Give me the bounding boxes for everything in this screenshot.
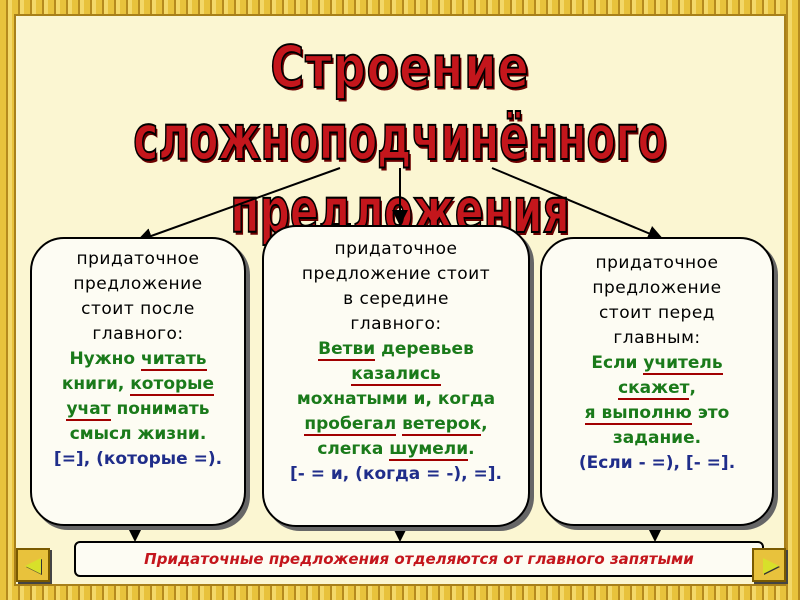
desc-line: придаточное bbox=[76, 249, 200, 269]
triangle-right-icon bbox=[763, 558, 779, 574]
example-punct: . bbox=[468, 439, 475, 459]
sentence-scheme: [- = и, (когда = -), =]. bbox=[289, 464, 503, 484]
example-predicate: выполню bbox=[601, 403, 692, 425]
example-predicate: казались bbox=[351, 364, 441, 386]
example-line: учат понимать bbox=[32, 397, 244, 422]
example-subject: Ветви bbox=[318, 339, 376, 361]
box-middle-of-main: придаточное предложение стоит в середине… bbox=[262, 225, 530, 527]
sentence-scheme: (Если - =), [- =]. bbox=[578, 453, 736, 473]
desc-line: придаточное bbox=[334, 239, 458, 259]
example-predicate: читать bbox=[141, 349, 207, 371]
triangle-left-icon bbox=[25, 558, 41, 574]
desc-line: стоит после bbox=[81, 299, 195, 319]
desc-line: главного: bbox=[350, 314, 442, 334]
example-line: слегка шумели. bbox=[264, 437, 528, 462]
example-word: это bbox=[691, 403, 730, 423]
example-line: я выполню это bbox=[542, 401, 772, 426]
example-subject: учитель bbox=[643, 353, 723, 375]
example-punct: , bbox=[689, 378, 696, 398]
example-line: казались bbox=[264, 362, 528, 387]
example-word: Если bbox=[591, 353, 644, 373]
bottom-rule-note: Придаточные предложения отделяются от гл… bbox=[74, 541, 764, 577]
example-line: Ветви деревьев bbox=[264, 337, 528, 362]
example-subject: ветерок bbox=[402, 414, 482, 436]
example-predicate: шумели bbox=[389, 439, 469, 461]
example-line: пробегал ветерок, bbox=[264, 412, 528, 437]
example-line: книги, которые bbox=[32, 372, 244, 397]
example-subject: я bbox=[584, 403, 602, 425]
example-predicate: учат bbox=[66, 399, 111, 421]
example-line: Нужно читать bbox=[32, 347, 244, 372]
desc-line: предложение стоит bbox=[301, 264, 491, 284]
next-slide-button[interactable] bbox=[752, 548, 786, 582]
desc-line: главного: bbox=[92, 324, 184, 344]
title-line-1: Строение bbox=[270, 32, 530, 101]
example-line: Если учитель bbox=[542, 351, 772, 376]
arrow-to-left-box bbox=[136, 167, 341, 244]
example-line: смысл жизни. bbox=[69, 424, 207, 444]
example-word: книги, bbox=[61, 374, 131, 394]
example-line: мохнатыми и, когда bbox=[296, 389, 496, 409]
desc-line: предложение bbox=[73, 274, 203, 294]
desc-line: в середине bbox=[343, 289, 449, 309]
prev-slide-button[interactable] bbox=[16, 548, 50, 582]
desc-line: стоит перед bbox=[598, 303, 716, 323]
desc-line: главным: bbox=[613, 328, 701, 348]
example-word: деревьев bbox=[375, 339, 474, 359]
example-punct: , bbox=[481, 414, 488, 434]
desc-line: предложение bbox=[592, 278, 722, 298]
example-word: Нужно bbox=[69, 349, 142, 369]
example-word: слегка bbox=[317, 439, 390, 459]
desc-line: придаточное bbox=[595, 253, 719, 273]
box-before-main: придаточное предложение стоит перед глав… bbox=[540, 237, 774, 526]
box-after-main: придаточное предложение стоит после глав… bbox=[30, 237, 246, 526]
example-subject: которые bbox=[130, 374, 215, 396]
example-predicate: пробегал bbox=[304, 414, 397, 436]
example-line: скажет, bbox=[542, 376, 772, 401]
arrow-to-right-box bbox=[491, 167, 664, 241]
example-line: задание. bbox=[612, 428, 702, 448]
example-word: понимать bbox=[110, 399, 210, 419]
example-predicate: скажет bbox=[618, 378, 690, 400]
sentence-scheme: [=], (которые =). bbox=[53, 449, 223, 469]
